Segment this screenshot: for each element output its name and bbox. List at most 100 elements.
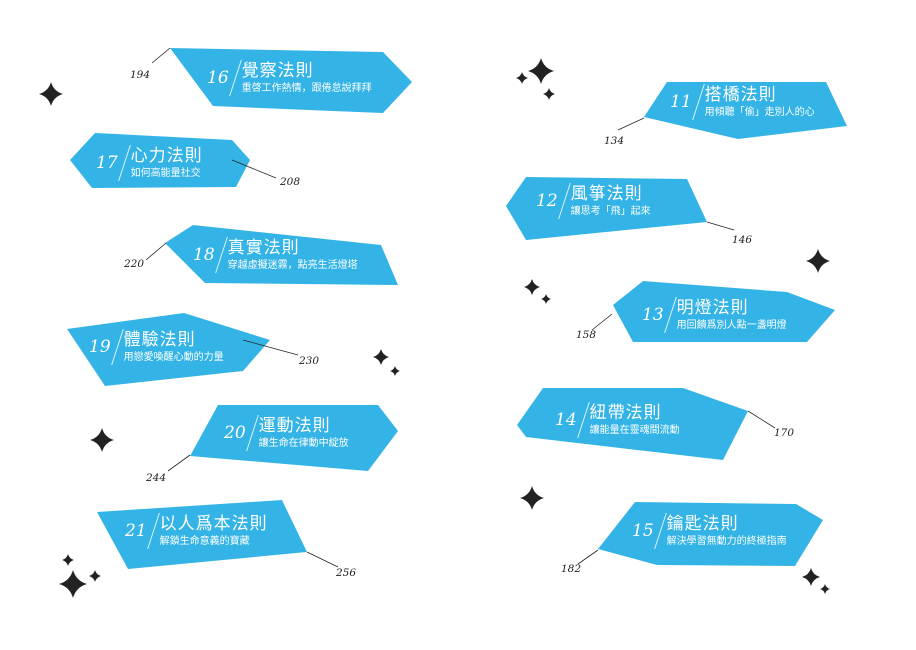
page-number-230: 230 (299, 355, 320, 367)
chapter-11-label: 11 搭橋法則 用傾聽「偷」走別人的心 (670, 84, 815, 120)
chapter-subtitle: 解決學習無動力的終極指南 (666, 535, 787, 547)
chapter-18-shape (165, 225, 398, 285)
leader-line (706, 221, 735, 231)
chapter-13-shape (613, 281, 835, 342)
sparkle-icon (90, 428, 114, 452)
chapter-18-label: 18 真實法則 穿越虛擬迷霧，點亮生活燈塔 (193, 237, 358, 273)
chapter-16-label: 16 覺察法則 重啓工作熱情，跟倦怠說拜拜 (207, 60, 372, 96)
chapter-title: 心力法則 (130, 145, 203, 166)
separator (691, 84, 705, 120)
chapter-17-label: 17 心力法則 如何高能量社交 (96, 145, 203, 181)
chapter-title: 明燈法則 (676, 297, 749, 318)
sparkle-icon (802, 568, 820, 586)
page-number-146: 146 (732, 234, 753, 246)
chapter-15-shape (598, 502, 823, 566)
sparkle-icon (89, 570, 101, 582)
leader-line (231, 159, 277, 179)
chapter-title: 風箏法則 (570, 183, 643, 204)
sparkle-icon (543, 88, 555, 100)
separator (146, 513, 160, 549)
chapter-19-shape (67, 313, 270, 386)
leader-line (306, 551, 339, 568)
chapter-subtitle: 解鎖生命意義的寶藏 (159, 535, 250, 547)
sparkle-icon (820, 584, 830, 594)
chapter-20-shape (190, 405, 398, 471)
separator (228, 60, 242, 96)
chapter-14-label: 14 紐帶法則 讓能量在靈魂間流動 (555, 402, 680, 438)
leader-line (145, 242, 167, 261)
page-number-158: 158 (576, 329, 597, 341)
chapter-title: 搭橋法則 (704, 84, 777, 105)
sparkle-icon (541, 294, 551, 304)
chapter-title: 運動法則 (258, 415, 331, 436)
chapter-21-label: 21 以人爲本法則 解鎖生命意義的寶藏 (125, 513, 268, 549)
chapter-16-shape (170, 48, 412, 113)
sparkle-icon (806, 249, 830, 273)
chapter-number: 18 (193, 244, 215, 265)
sparkle-icon (62, 554, 74, 566)
page-number-170: 170 (774, 427, 795, 439)
chapter-subtitle: 用傾聽「偷」走別人的心 (704, 106, 815, 118)
page-number-256: 256 (336, 567, 357, 579)
chapter-number: 21 (125, 520, 147, 541)
sparkle-icon (390, 366, 400, 376)
separator (117, 145, 131, 181)
chapter-17-shape (70, 133, 250, 188)
leader-line (617, 117, 645, 131)
chapter-number: 16 (207, 67, 229, 88)
chapter-subtitle: 用戀愛喚醒心動的力量 (123, 351, 224, 363)
chapter-title: 體驗法則 (123, 329, 196, 350)
sparkle-icon (520, 486, 544, 510)
chapter-subtitle: 用回饋爲別人點一盞明燈 (676, 319, 787, 331)
chapter-number: 20 (224, 422, 246, 443)
leader-line (167, 454, 191, 472)
chapter-subtitle: 重啓工作熱情，跟倦怠說拜拜 (241, 82, 372, 94)
chapter-15-label: 15 鑰匙法則 解決學習無動力的終極指南 (632, 513, 787, 549)
chapter-subtitle: 穿越虛擬迷霧，點亮生活燈塔 (227, 259, 358, 271)
chapter-title: 紐帶法則 (589, 402, 662, 423)
chapter-number: 12 (536, 190, 558, 211)
page-number-194: 194 (130, 69, 151, 81)
leader-line (591, 313, 613, 331)
sparkle-icon (59, 570, 87, 598)
sparkle-icon (528, 58, 554, 84)
chapter-13-label: 13 明燈法則 用回饋爲別人點一盞明燈 (642, 297, 787, 333)
chapter-number: 13 (642, 304, 664, 325)
chapter-title: 以人爲本法則 (159, 513, 268, 534)
chapter-11-shape (644, 82, 847, 139)
leader-line (151, 47, 171, 64)
chapter-title: 覺察法則 (241, 60, 314, 81)
sparkle-icon (524, 279, 540, 295)
separator (663, 297, 677, 333)
chapter-subtitle: 如何高能量社交 (130, 167, 201, 179)
chapter-19-label: 19 體驗法則 用戀愛喚醒心動的力量 (89, 329, 224, 365)
chapter-subtitle: 讓能量在靈魂間流動 (589, 424, 680, 436)
page-number-244: 244 (146, 472, 167, 484)
separator (245, 415, 259, 451)
separator (576, 402, 590, 438)
sparkle-icon (39, 82, 63, 106)
chapter-12-label: 12 風箏法則 讓思考「飛」起來 (536, 183, 651, 219)
chapter-number: 17 (96, 152, 118, 173)
leader-line (242, 339, 299, 356)
chapter-subtitle: 讓思考「飛」起來 (570, 205, 651, 217)
chapter-number: 14 (555, 409, 577, 430)
chapter-12-shape (506, 177, 707, 240)
chapter-21-shape (97, 500, 307, 569)
chapter-subtitle: 讓生命在律動中綻放 (258, 437, 349, 449)
page-number-182: 182 (561, 563, 582, 575)
separator (653, 513, 667, 549)
leader-line (577, 549, 599, 565)
chapter-20-label: 20 運動法則 讓生命在律動中綻放 (224, 415, 349, 451)
chapter-title: 鑰匙法則 (666, 513, 739, 534)
chapter-title: 真實法則 (227, 237, 300, 258)
separator (110, 329, 124, 365)
sparkle-icon (516, 72, 528, 84)
page-number-220: 220 (124, 258, 145, 270)
chapter-number: 15 (632, 520, 654, 541)
sparkle-icon (373, 349, 389, 365)
leader-line (747, 410, 776, 429)
page-number-134: 134 (604, 135, 625, 147)
chapter-number: 19 (89, 336, 111, 357)
